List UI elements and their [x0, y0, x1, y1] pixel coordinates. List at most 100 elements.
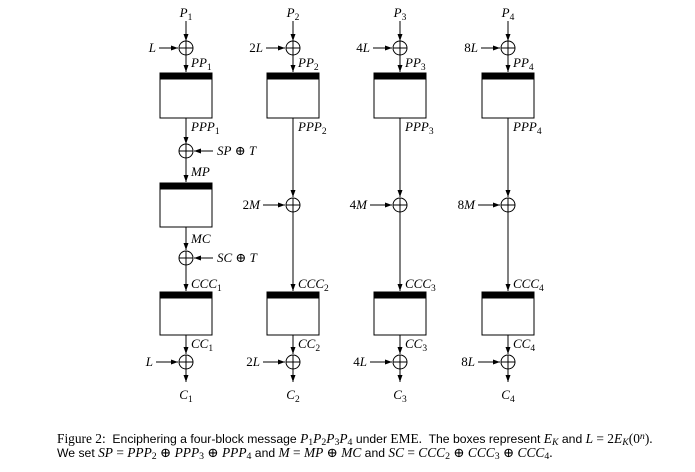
caption-segment: K	[622, 437, 629, 448]
ek-box-top	[159, 72, 213, 119]
caption-segment: ⊕	[204, 444, 222, 460]
caption-segment: ⊕	[499, 444, 518, 460]
plaintext-label: P2	[286, 5, 300, 23]
caption-segment: The boxes represent	[422, 432, 544, 446]
caption-segment: E	[543, 431, 552, 446]
caption-segment: K	[551, 437, 559, 448]
mask-top-label: L	[148, 40, 156, 55]
cc-label: CC3	[405, 336, 427, 354]
mask-bottom-label: 8L	[461, 354, 475, 369]
caption-segment: ⊕	[450, 444, 468, 460]
cc-label: CC1	[191, 336, 213, 354]
caption-segment: PPP	[127, 444, 152, 460]
caption-segment: and	[558, 432, 586, 446]
xor-top	[500, 40, 516, 56]
caption-segment: E	[614, 431, 623, 446]
caption-segment: = 2	[593, 431, 615, 446]
caption-segment: 3	[494, 450, 500, 462]
mask-top-label: 2L	[249, 40, 263, 55]
caption-segment: P	[313, 431, 322, 446]
ek-box-bottom	[481, 291, 535, 336]
caption-segment: =	[112, 444, 128, 460]
ccc-label: CCC3	[405, 276, 436, 294]
mask-top-label: 8L	[464, 40, 478, 55]
caption-segment: CCC	[517, 444, 545, 460]
caption-segment: ).	[644, 431, 653, 446]
caption-segment: 2	[445, 450, 450, 462]
caption-line-2: We set SP = PPP2 ⊕ PPP3 ⊕ PPP4 and M = M…	[57, 444, 653, 462]
caption-segment: SC	[388, 444, 405, 460]
xor-top	[285, 40, 301, 56]
ciphertext-label: C2	[286, 387, 300, 405]
ek-box-bottom	[266, 291, 320, 336]
sp-label: SP ⊕ T	[217, 143, 257, 158]
caption-segment: PPP	[174, 444, 200, 460]
xor-bottom	[392, 354, 408, 370]
caption-segment: P	[300, 431, 309, 446]
cc-label: CC2	[298, 336, 320, 354]
caption-segment: L	[585, 431, 594, 446]
caption-segment: 1	[308, 437, 314, 448]
xor-mask	[285, 197, 301, 213]
mask-mid-label: 8M	[458, 197, 477, 212]
caption-segment: 3	[199, 450, 205, 462]
caption-segment: under	[352, 432, 391, 446]
ppp-label: PPP3	[404, 119, 434, 137]
plaintext-label: P1	[179, 5, 193, 23]
caption-segment: MC	[341, 444, 362, 460]
caption-segment: P	[326, 431, 335, 446]
caption-segment: and	[251, 445, 279, 460]
ciphertext-label: C3	[393, 387, 407, 405]
caption-segment: CCC	[467, 444, 495, 460]
xor-bottom	[178, 354, 194, 370]
caption-segment: 4	[347, 437, 353, 448]
caption-segment: We set	[57, 445, 99, 460]
caption-segment: 4	[544, 450, 550, 462]
xor-mask	[392, 197, 408, 213]
pp-label: PP4	[512, 55, 534, 73]
ccc-label: CCC4	[513, 276, 544, 294]
ek-box-bottom	[159, 291, 213, 336]
caption-segment: =	[404, 444, 419, 460]
mask-bottom-label: L	[145, 354, 153, 369]
figure-caption: Figure 2: Enciphering a four-block messa…	[57, 429, 653, 462]
xor-top	[178, 40, 194, 56]
caption-segment: MP	[303, 444, 324, 460]
sc-label: SC ⊕ T	[217, 250, 258, 265]
mp-label: MP	[190, 164, 210, 179]
ccc-label: CCC2	[298, 276, 329, 294]
caption-segment: SP	[98, 444, 113, 460]
mc-label: MC	[190, 231, 211, 246]
xor-top	[392, 40, 408, 56]
caption-segment: n	[639, 431, 645, 442]
caption-segment: (0	[628, 431, 640, 446]
xor-sp	[178, 143, 194, 159]
mask-mid-label: 2M	[243, 197, 262, 212]
xor-sc	[178, 250, 194, 266]
caption-segment: ⊕	[156, 444, 175, 460]
pp-label: PP3	[404, 55, 426, 73]
mask-mid-label: 4M	[350, 197, 369, 212]
caption-segment: P	[339, 431, 348, 446]
ciphertext-label: C4	[501, 387, 515, 405]
ppp-label: PPP2	[297, 119, 327, 137]
ppp-label: PPP4	[512, 119, 542, 137]
plaintext-label: P3	[393, 5, 407, 23]
ek-box-bottom	[373, 291, 427, 336]
caption-segment: 4	[246, 450, 252, 462]
ek-box-middle	[159, 182, 213, 228]
caption-segment: 2	[151, 450, 157, 462]
ccc-label: CCC1	[191, 276, 222, 294]
caption-segment: 3	[334, 437, 340, 448]
caption-segment: =	[289, 444, 304, 460]
ek-box-top	[266, 72, 320, 119]
mask-bottom-label: 4L	[353, 354, 367, 369]
caption-line-1: Figure 2: Enciphering a four-block messa…	[57, 429, 653, 448]
caption-segment: Enciphering a four-block message	[112, 432, 301, 446]
caption-segment: and	[361, 445, 389, 460]
ppp-label: PPP1	[190, 119, 220, 137]
